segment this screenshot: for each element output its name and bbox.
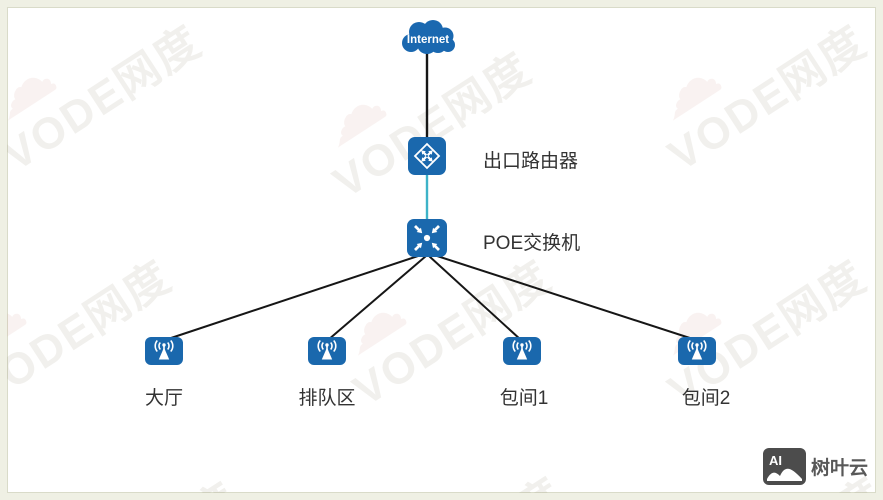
edge-switch-ap1	[164, 253, 425, 341]
ap-node-room2	[678, 337, 716, 370]
internet-cloud-node: Internet	[397, 19, 459, 62]
wireless-ap-icon	[503, 337, 541, 365]
internet-label: Internet	[407, 34, 449, 46]
router-node	[408, 137, 446, 180]
ap-label-lobby: 大厅	[144, 388, 184, 409]
brand-logo: AI 树叶云	[762, 448, 868, 485]
router-label: 出口路由器	[483, 151, 579, 172]
ap-label-room2: 包间2	[681, 388, 731, 409]
poe-switch-icon	[407, 219, 447, 257]
brand-name: 树叶云	[810, 458, 868, 479]
edge-switch-ap2	[327, 255, 427, 341]
edge-switch-ap4	[430, 253, 697, 341]
wireless-ap-icon	[145, 337, 183, 365]
ap-node-queue-area	[308, 337, 346, 370]
poe-switch-label: POE交换机	[483, 233, 581, 254]
ai-image-icon: AI	[762, 448, 806, 485]
edge-switch-ap3	[428, 255, 522, 341]
wireless-ap-icon	[308, 337, 346, 365]
wireless-ap-icon	[678, 337, 716, 365]
ap-label-room1: 包间1	[499, 388, 549, 409]
internet-cloud-icon: Internet	[402, 20, 455, 54]
router-icon	[408, 137, 446, 175]
ap-node-lobby	[145, 337, 183, 370]
ai-icon-text: AI	[769, 453, 782, 468]
ap-label-queue-area: 排队区	[298, 388, 356, 409]
edges-layer	[164, 52, 697, 341]
poe-switch-node	[407, 219, 447, 262]
ap-node-room1	[503, 337, 541, 370]
